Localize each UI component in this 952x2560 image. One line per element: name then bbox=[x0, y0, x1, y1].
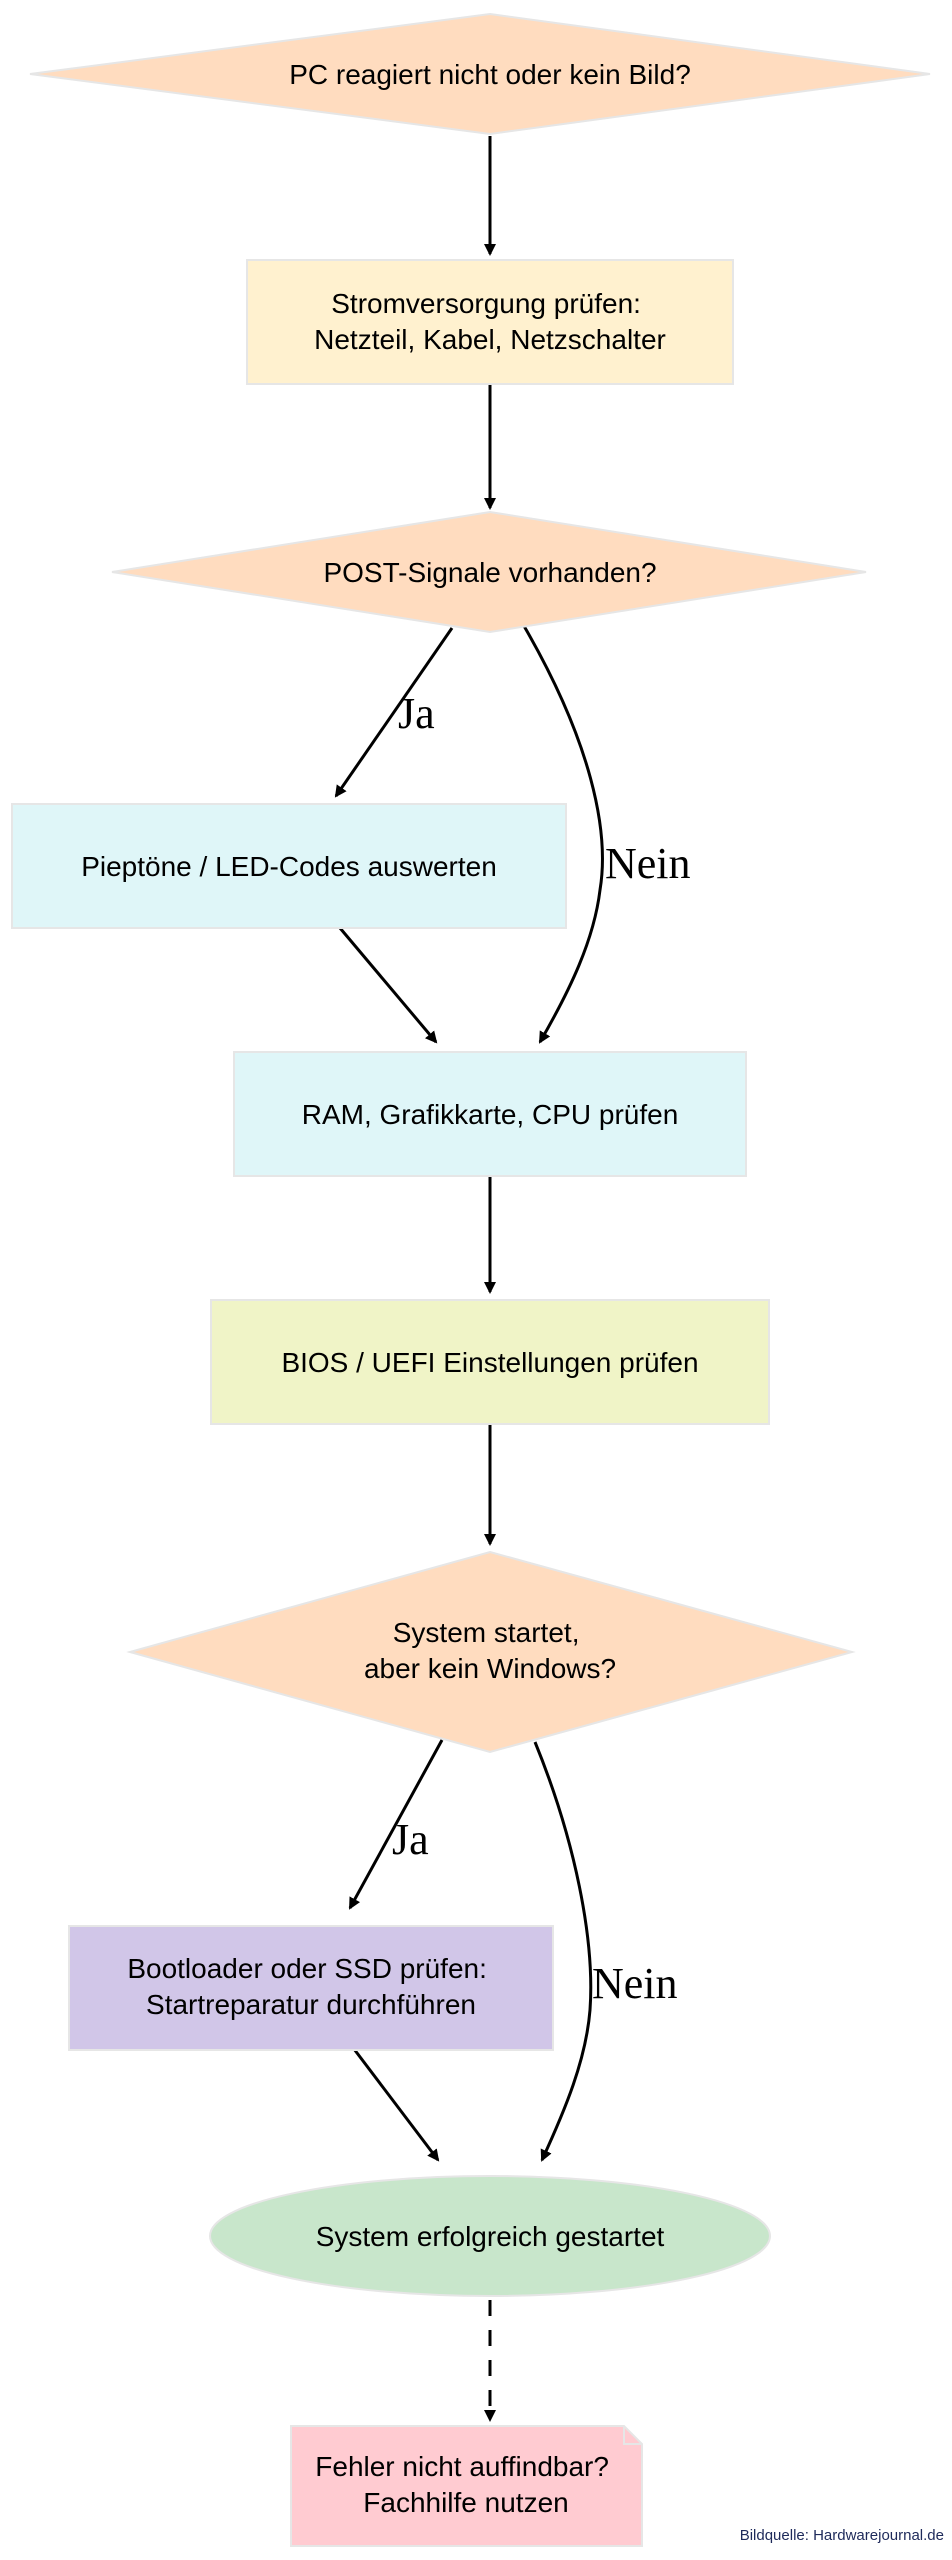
terminal-ellipse bbox=[209, 2175, 771, 2297]
svg-text:BIOS / UEFI Einstellungen prüf: BIOS / UEFI Einstellungen prüfen bbox=[281, 1347, 698, 1378]
edge-beep-to-hw bbox=[338, 927, 438, 1044]
process-box bbox=[210, 1299, 770, 1425]
node-success-line-1: System erfolgreich gestartet bbox=[316, 2221, 665, 2252]
node-hardware-check: RAM, Grafikkarte, CPU prüfen bbox=[233, 1051, 747, 1177]
edge-label-post-no: Nein bbox=[605, 839, 691, 888]
edge-windows-to-boot bbox=[348, 1739, 444, 1910]
process-box bbox=[11, 803, 567, 929]
node-windows-check: System startet, aber kein Windows? bbox=[126, 1550, 856, 1754]
node-start: PC reagiert nicht oder kein Bild? bbox=[29, 12, 931, 136]
decision-diamond bbox=[126, 1550, 856, 1754]
node-bootloader-check: Bootloader oder SSD prüfen: Startreparat… bbox=[68, 1925, 554, 2051]
note-fold bbox=[623, 2426, 642, 2445]
process-box bbox=[246, 259, 734, 385]
node-bios-check: BIOS / UEFI Einstellungen prüfen bbox=[210, 1299, 770, 1425]
svg-text:Pieptöne / LED-Codes auswerten: Pieptöne / LED-Codes auswerten bbox=[81, 851, 497, 882]
svg-text:Fehler nicht auffindbar?: Fehler nicht auffindbar? Fachhilfe nutze… bbox=[315, 2451, 616, 2518]
node-start-line-1: PC reagiert nicht oder kein Bild? bbox=[289, 59, 691, 90]
decision-diamond bbox=[29, 12, 931, 136]
node-boot-line-2: Startreparatur durchführen bbox=[146, 1989, 476, 2020]
svg-text:PC reagiert nicht oder kein Bi: PC reagiert nicht oder kein Bild? bbox=[289, 59, 691, 90]
node-beep-codes: Pieptöne / LED-Codes auswerten bbox=[11, 803, 567, 929]
svg-text:Stromversorgung prüfen:: Stromversorgung prüfen: Netzteil, Kabel,… bbox=[314, 288, 666, 355]
process-box bbox=[233, 1051, 747, 1177]
node-power-line-1: Stromversorgung prüfen: bbox=[331, 288, 641, 319]
node-hw-line-1: RAM, Grafikkarte, CPU prüfen bbox=[302, 1099, 679, 1130]
node-boot-line-1: Bootloader oder SSD prüfen: bbox=[127, 1953, 487, 1984]
node-expert-help: Fehler nicht auffindbar? Fachhilfe nutze… bbox=[290, 2425, 643, 2547]
decision-diamond bbox=[111, 510, 867, 634]
edges bbox=[334, 136, 604, 2422]
node-power-check: Stromversorgung prüfen: Netzteil, Kabel,… bbox=[246, 259, 734, 385]
node-post-line-1: POST-Signale vorhanden? bbox=[323, 557, 656, 588]
edge-boot-to-success bbox=[352, 2048, 440, 2162]
node-success: System erfolgreich gestartet bbox=[209, 2175, 771, 2297]
edge-post-to-hw bbox=[522, 625, 604, 1044]
svg-text:System startet, aber kei: System startet, aber kein Windows? bbox=[364, 1617, 616, 1684]
svg-text:System erfolgreich gestartet: System erfolgreich gestartet bbox=[316, 2221, 665, 2252]
node-post-signals: POST-Signale vorhanden? bbox=[111, 510, 867, 634]
edge-label-post-yes: Ja bbox=[398, 689, 435, 738]
process-box bbox=[68, 1925, 554, 2051]
svg-text:POST-Signale vorhanden?: POST-Signale vorhanden? bbox=[323, 557, 656, 588]
svg-text:RAM, Grafikkarte, CPU prüfen: RAM, Grafikkarte, CPU prüfen bbox=[302, 1099, 679, 1130]
node-windows-line-2: aber kein Windows? bbox=[364, 1653, 616, 1684]
note-shape bbox=[290, 2425, 643, 2547]
node-beep-line-1: Pieptöne / LED-Codes auswerten bbox=[81, 851, 497, 882]
edge-windows-to-success bbox=[533, 1741, 593, 2162]
svg-text:Bootloader oder SSD prüfen:: Bootloader oder SSD prüfen: Startreparat… bbox=[127, 1953, 494, 2020]
node-help-line-1: Fehler nicht auffindbar? bbox=[315, 2451, 609, 2482]
edge-post-to-beep bbox=[334, 627, 454, 798]
node-help-line-2: Fachhilfe nutzen bbox=[363, 2487, 568, 2518]
edge-label-windows-no: Nein bbox=[592, 1959, 678, 2008]
node-windows-line-1: System startet, bbox=[393, 1617, 580, 1648]
node-power-line-2: Netzteil, Kabel, Netzschalter bbox=[314, 324, 666, 355]
edge-label-windows-yes: Ja bbox=[392, 1815, 429, 1864]
node-bios-line-1: BIOS / UEFI Einstellungen prüfen bbox=[281, 1347, 698, 1378]
image-source-credit: Bildquelle: Hardwarejournal.de bbox=[740, 2527, 944, 2544]
